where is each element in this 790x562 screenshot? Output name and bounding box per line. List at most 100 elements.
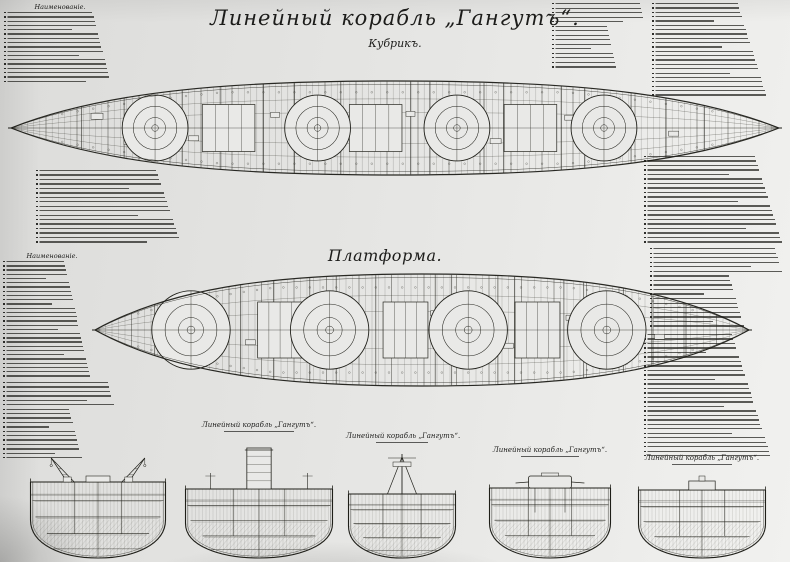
- legend-entry: [650, 270, 782, 273]
- legend-entry: [650, 316, 742, 318]
- cross-section-1: [29, 457, 167, 559]
- legend-entry: [552, 16, 644, 18]
- legend-entry: [644, 428, 762, 430]
- legend-entry: [652, 3, 738, 5]
- legend-entry: [650, 298, 736, 300]
- legend-entry: [644, 437, 765, 439]
- legend-entry: [4, 63, 106, 65]
- legend-entry: [3, 261, 64, 263]
- legend-entry: [650, 320, 713, 323]
- legend-entry: [36, 205, 169, 207]
- upper-deck-label: Кубрикъ.: [368, 37, 422, 50]
- legend-entry: [652, 72, 730, 74]
- legend-entry: [644, 178, 762, 180]
- legend-entry: [3, 399, 88, 401]
- legend-entry: [3, 303, 52, 305]
- legend-entry: [650, 293, 705, 295]
- legend-entry: [3, 404, 114, 406]
- legend-entry: [3, 320, 78, 322]
- legend-entry: [552, 21, 624, 23]
- legend-entry: [3, 341, 83, 343]
- legend-entry: [36, 223, 175, 225]
- legend-mid-left: Наименованіе.: [3, 252, 101, 380]
- legend-lines: [3, 261, 101, 380]
- legend-lower-left: [3, 382, 117, 462]
- caption-subline: [376, 441, 428, 443]
- platform-deck-plan: [92, 273, 752, 387]
- legend-entry: [652, 29, 746, 31]
- legend-entry: [552, 25, 608, 27]
- legend-entry: [4, 41, 101, 44]
- legend-entry: [650, 284, 732, 286]
- legend-entry: [3, 349, 85, 352]
- legend-entry: [644, 432, 733, 434]
- legend-lower-right: [644, 334, 786, 460]
- legend-entry: [3, 439, 78, 441]
- legend-entry: [3, 426, 49, 428]
- legend-entry: [3, 421, 73, 424]
- legend-entry: [36, 178, 160, 181]
- legend-entry: [3, 307, 75, 309]
- legend-entry: [644, 205, 771, 207]
- legend-entry: [644, 392, 751, 394]
- caption-text: Линейный корабль „Гангутъ“.: [644, 454, 760, 462]
- legend-entry: [644, 387, 750, 390]
- legend-entry: [652, 50, 753, 53]
- legend-entry: [3, 299, 73, 301]
- legend-entry: [552, 30, 609, 32]
- legend-entry: [4, 24, 96, 27]
- legend-entry: [3, 362, 88, 364]
- legend-entry: [36, 241, 147, 243]
- legend-entry: [552, 12, 643, 14]
- legend-entry: [36, 170, 157, 172]
- legend-header: Наименованіе.: [26, 252, 78, 260]
- caption-text: Линейный корабль „Гангутъ“.: [492, 446, 608, 454]
- legend-entry: [644, 169, 760, 171]
- legend-entry: [644, 374, 745, 376]
- legend-entry: [644, 187, 765, 189]
- legend-entry: [652, 46, 722, 48]
- legend-entry: [644, 227, 747, 230]
- legend-entry: [4, 71, 109, 74]
- legend-top-left: Наименованіе.: [4, 3, 116, 85]
- legend-entry: [644, 450, 769, 452]
- legend-entry: [552, 66, 616, 68]
- legend-entry: [650, 302, 738, 304]
- legend-entry: [3, 286, 70, 288]
- legend-entry: [650, 279, 731, 282]
- legend-entry: [644, 182, 764, 185]
- legend-entry: [4, 54, 80, 57]
- legend-entry: [3, 265, 65, 267]
- legend-entry: [3, 417, 72, 419]
- legend-entry: [3, 408, 70, 410]
- legend-entry: [4, 50, 103, 52]
- legend-lines: [652, 3, 786, 99]
- legend-entry: [3, 412, 71, 415]
- legend-lines: [36, 170, 188, 246]
- legend-entry: [3, 332, 81, 335]
- legend-entry: [3, 290, 71, 292]
- legend-entry: [644, 401, 754, 403]
- legend-entry: [652, 89, 765, 92]
- legend-entry: [644, 200, 738, 203]
- legend-entry: [644, 455, 771, 457]
- legend-entry: [652, 81, 762, 83]
- legend-entry: [36, 236, 179, 239]
- legend-entry: [3, 435, 76, 437]
- legend-entry: [644, 160, 757, 162]
- legend-entry: [3, 371, 90, 373]
- legend-entry: [644, 441, 767, 443]
- legend-entry: [652, 7, 740, 9]
- legend-entry: [644, 209, 772, 212]
- legend-entry: [4, 29, 73, 31]
- legend-entry: [652, 24, 745, 27]
- legend-entry: [652, 55, 754, 57]
- legend-entry: [36, 227, 176, 230]
- legend-entry: [3, 443, 79, 446]
- legend-entry: [4, 16, 94, 18]
- legend-entry: [652, 76, 761, 79]
- legend-entry: [644, 423, 761, 425]
- legend-entry: [552, 57, 614, 59]
- legend-entry: [3, 395, 112, 397]
- legend-entry: [36, 218, 173, 221]
